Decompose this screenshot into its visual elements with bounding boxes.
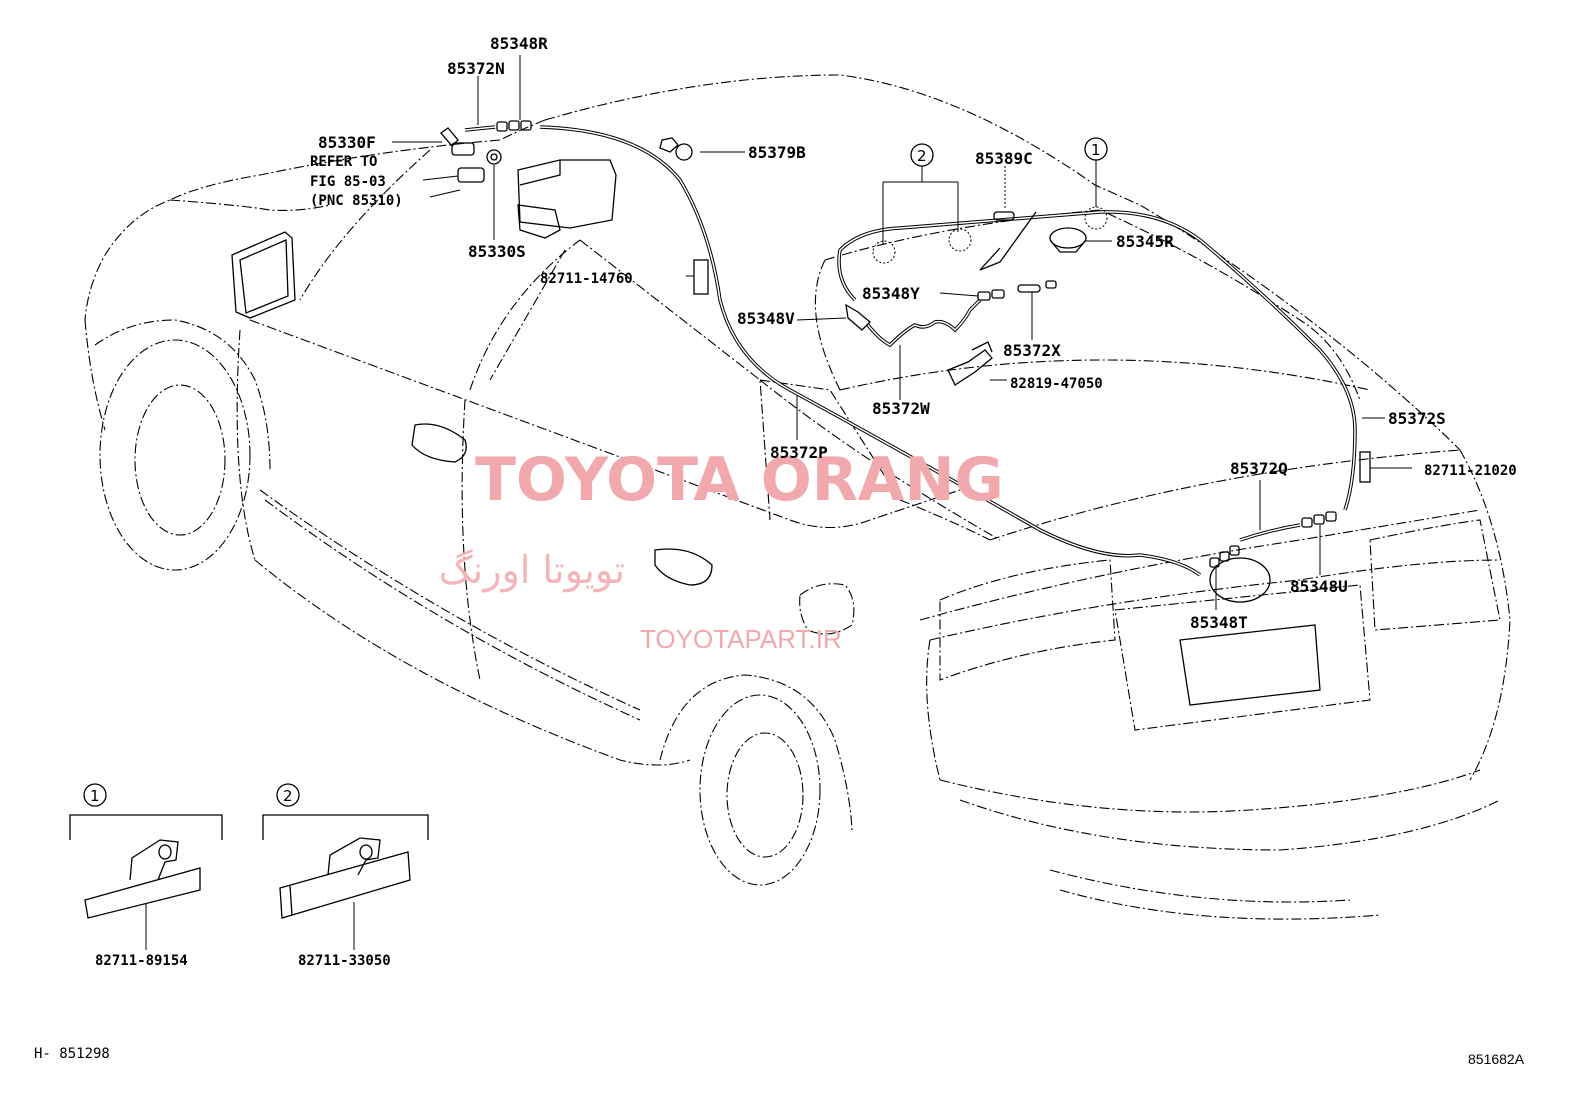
label-82711-33050: 82711-33050 — [298, 953, 391, 969]
label-85372Q: 85372Q — [1230, 459, 1288, 478]
label-85372S: 85372S — [1388, 409, 1446, 428]
callout-numbers: 2 1 1 2 — [90, 137, 1108, 805]
label-85348R: 85348R — [490, 34, 548, 53]
car-body-outline — [84, 74, 1511, 920]
label-85389C: 85389C — [975, 149, 1033, 168]
hose-85372N — [464, 125, 496, 132]
part-labels: 85348R 85372N 85330F REFER TO FIG 85-03 … — [95, 34, 1517, 969]
hose-85372S — [837, 210, 1357, 511]
watermark-persian: تویوتا اورنگ — [439, 548, 626, 593]
callout-1-inset: 1 — [90, 787, 100, 805]
label-82711-89154: 82711-89154 — [95, 953, 188, 969]
watermark-url: TOYOTAPART.IR — [640, 624, 842, 654]
detail-inset-2 — [262, 783, 429, 950]
callout-1-main: 1 — [1091, 141, 1101, 159]
label-82711-14760: 82711-14760 — [540, 271, 633, 287]
label-85330F: 85330F — [318, 133, 376, 152]
washer-tank — [517, 159, 617, 239]
watermark-brand: TOYOTA ORANG — [475, 445, 1004, 515]
label-85372N: 85372N — [447, 59, 505, 78]
callout-2-main: 2 — [917, 147, 927, 165]
label-85348U: 85348U — [1290, 577, 1348, 596]
hose-85372Q — [1239, 523, 1301, 542]
leader-lines — [392, 55, 1412, 610]
label-refer-line2: FIG 85-03 — [310, 174, 386, 190]
watermark: TOYOTA ORANG تویوتا اورنگ TOYOTAPART.IR — [439, 445, 1004, 654]
label-82711-21020: 82711-21020 — [1424, 463, 1517, 479]
label-85345R: 85345R — [1116, 232, 1174, 251]
footer-right-code: 851682A — [1468, 1051, 1525, 1067]
label-refer-line1: REFER TO — [310, 154, 377, 170]
label-85348V: 85348V — [737, 309, 795, 328]
connectors — [440, 120, 1371, 568]
label-85379B: 85379B — [748, 143, 806, 162]
label-refer-line3: (PNC 85310) — [310, 193, 403, 209]
callout-2-inset: 2 — [283, 787, 293, 805]
label-85348T: 85348T — [1190, 613, 1248, 632]
hose-85372W — [866, 298, 982, 348]
label-85372W: 85372W — [872, 399, 930, 418]
label-85330S: 85330S — [468, 242, 526, 261]
label-85372X: 85372X — [1003, 341, 1061, 360]
detail-inset-1 — [69, 783, 223, 950]
label-82819-47050: 82819-47050 — [1010, 376, 1103, 392]
callout-marks — [872, 166, 1108, 264]
hose-85372P — [539, 125, 1202, 577]
label-85372P: 85372P — [770, 443, 828, 462]
footer-left-code: H- 851298 — [34, 1046, 110, 1062]
label-85348Y: 85348Y — [862, 284, 920, 303]
